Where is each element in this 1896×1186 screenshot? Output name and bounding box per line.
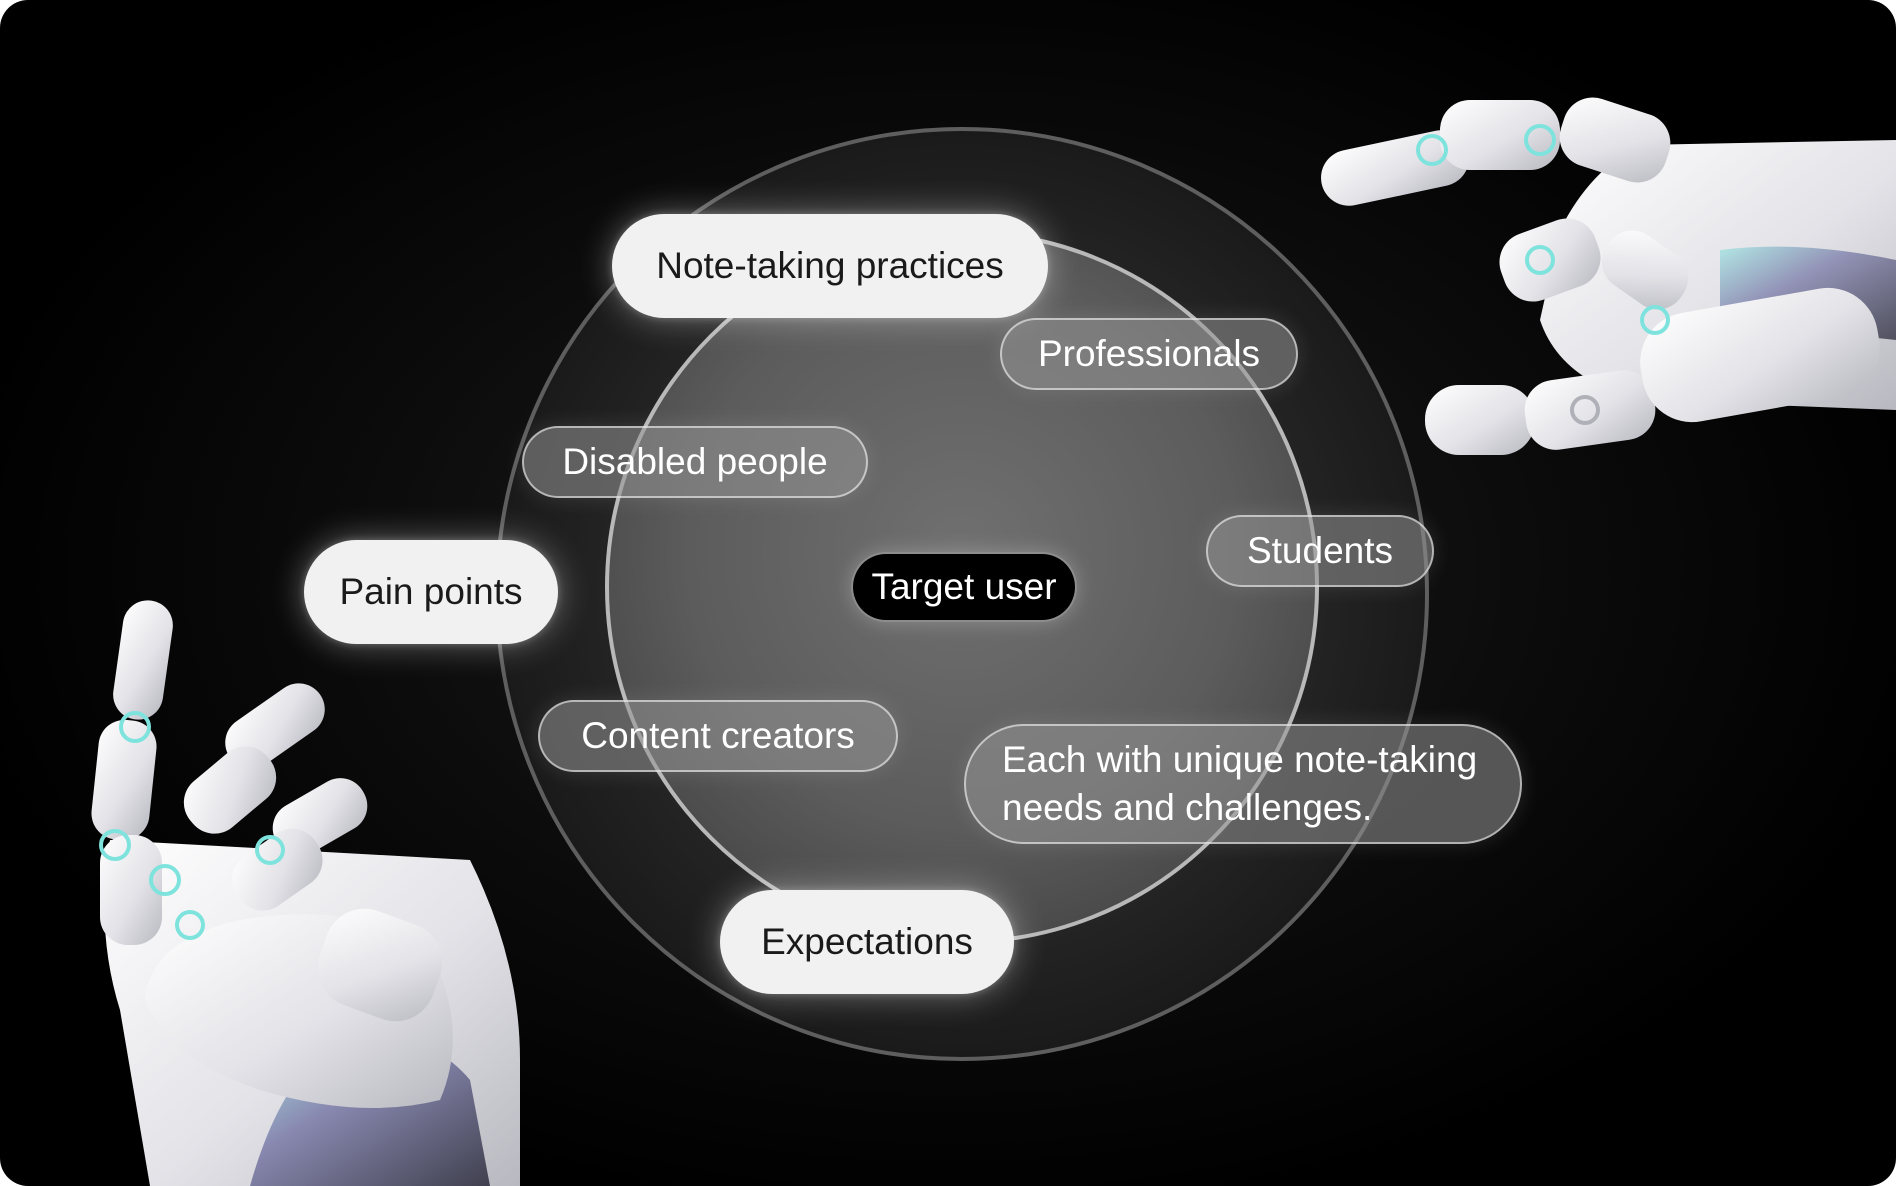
label-text: Pain points (339, 571, 523, 612)
label-students: Students (1206, 515, 1434, 587)
label-text: Target user (871, 566, 1057, 607)
label-note-taking-practices: Note-taking practices (612, 214, 1048, 318)
label-unique-needs: Each with unique note-taking needs and c… (964, 724, 1522, 844)
label-content-creators: Content creators (538, 700, 898, 772)
label-pain-points: Pain points (304, 540, 558, 644)
label-text: Professionals (1037, 333, 1261, 374)
left-robot-hand-image (91, 600, 520, 1186)
label-text: Expectations (761, 921, 973, 962)
label-text: Content creators (581, 715, 855, 756)
label-disabled-people: Disabled people (522, 426, 868, 498)
label-text: Students (1246, 530, 1394, 571)
label-expectations: Expectations (720, 890, 1014, 994)
label-text: Each with unique note-taking needs and c… (1002, 739, 1478, 828)
label-text: Disabled people (562, 441, 828, 482)
label-professionals: Professionals (1000, 318, 1298, 390)
label-text: Note-taking practices (656, 245, 1004, 286)
label-target-user: Target user (851, 552, 1077, 622)
right-robot-hand-image (1321, 97, 1896, 455)
